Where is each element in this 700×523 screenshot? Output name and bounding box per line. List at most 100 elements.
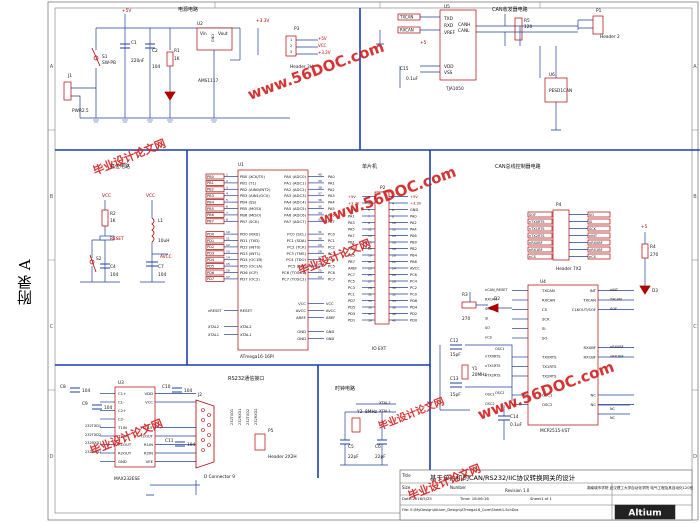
frame-row-label: B [693,194,697,200]
frame-row-label: C [50,324,54,330]
u3-part: MAX232ESE [114,476,140,482]
u5-net-rxcan: RXCAN [400,28,414,33]
c4-label: C4 [110,264,116,270]
l1-value: 10uH [158,238,169,244]
u1-pin-num: 14 [226,256,230,260]
u2-gnd: GND [211,34,215,42]
net-port [527,225,553,232]
p2-net-right: PC2 [410,286,417,290]
net-port [99,235,115,241]
c5-label: C5 [348,444,354,450]
p2-net-left: PA3 [348,221,355,225]
u1-label: U1 [238,162,244,168]
u1-net-left: PB0 [207,175,215,179]
r2-label: R2 [110,211,116,217]
header-p3 [285,35,297,57]
db9-pin [201,448,205,452]
u4-pin-left: OSC2 [542,402,553,407]
p4-net-left: nRX0BF [529,241,543,245]
u5-pin-right: CANL [458,28,470,34]
size-label: Size [402,485,411,490]
u1-pin-left: PD2 (INT0) [240,244,261,249]
c15-label: C15 [400,66,409,72]
db9-pin [207,423,211,427]
p2-net-left: PC7 [348,273,355,277]
wire-path [379,16,440,88]
u1-pin-num: 24 [318,275,322,279]
sheet-label: Sheet1 of 1 [530,496,552,501]
reset-vcc: VCC [102,193,111,199]
u3-pin-left: C2- [118,417,125,422]
net-port [205,231,225,237]
c6-label: C6 [375,444,381,450]
time-label: Time: 18:06:18 [459,496,489,501]
p2-net-right: PC0 [410,293,418,297]
u1-pin-right: PA2 (ADC2) [284,187,306,192]
p4-net-left: nTX1RTS [529,227,545,231]
y1-label: Y1 [471,366,478,372]
u4-pin-left: SI [542,326,546,331]
p2-pin-num: 20 [392,254,396,258]
p2-pin-num: 19 [368,254,372,258]
u1-pin-num: 13 [226,249,230,253]
u1-pin-num: 7 [226,211,228,215]
y1-value: 20MHz [472,372,487,378]
p4-net-left: nRX1BF [529,248,543,252]
p2-net-left: PB1 [348,241,355,245]
net-port [587,246,611,253]
r4-value: 270 [650,252,658,258]
u4-pin-left: OSC1 [542,393,553,398]
u1-part: ATmega16-16PI [240,354,274,360]
l1-label: L1 [158,218,163,224]
u3-label: U3 [118,380,124,386]
u1-pin-num: 8 [226,217,228,221]
r4-5v: +5 [641,224,648,230]
u1-pin-right: PC7 (TOSC2) [282,276,307,281]
u4-net-right: SOF [610,307,617,311]
u4-part: MCP2515-I/ST [540,428,570,434]
net-port [587,239,611,246]
u1-net-bottom-right: GND [326,337,334,341]
p2-net-left: PC1 [348,293,355,297]
resistor-r1 [166,51,174,67]
u1-pin-right: PC5 (TDI) [288,264,306,269]
switch-lever [91,47,101,67]
net-port [527,253,553,260]
transceiver-u5 [439,9,477,81]
u1-net-right: PA6 [328,213,335,217]
u1-pin-left: PB4 (SS) [240,200,257,205]
p2-net-left: PD3 [348,312,355,316]
p2-net-left: PC5 [348,280,355,284]
u1-net-left: PB3 [207,194,214,198]
p2-net-right: PD0 [410,319,418,323]
u1-net-right: PC3 [328,252,335,256]
c4-value: 104 [110,272,118,278]
wire-path [344,403,396,440]
p2-net-right: PB6 [410,260,418,264]
u4-pin-right: RX1BF [584,355,596,360]
p5-net: 232RXD2 [254,409,258,425]
u1-pin-left: PD1 (TXD) [240,238,260,243]
u1-pin-num: 34 [318,211,322,215]
u3-pin-right: R1IN [144,442,153,447]
u1-pin-num: 1 [226,173,228,177]
u1-pin-num: 30 [318,237,322,241]
j1-label: J1 [67,73,72,79]
r4-label: R4 [650,244,656,250]
p2-net-left: PB3 [348,247,355,251]
u1-pin-num: 10 [226,230,230,234]
p2-pin-num: 17 [368,247,372,251]
p4-label: P4 [556,202,562,208]
u1-pin-left: PB3 (AIN1/OC0) [240,193,270,198]
u1-net-right: PC5 [328,265,335,269]
avcc-net: AVCC [160,254,172,260]
u5-part: TJA1050 [445,86,464,92]
c15-value: 0.1uF [406,76,419,82]
u4-net-left: nTX1RTS [485,364,501,368]
u3-pin-left: R2OUT [118,451,132,456]
u1-net-right: PA0 [328,175,335,179]
p2-pin-num: 14 [392,234,396,238]
u2-vin: Vin [200,31,207,37]
